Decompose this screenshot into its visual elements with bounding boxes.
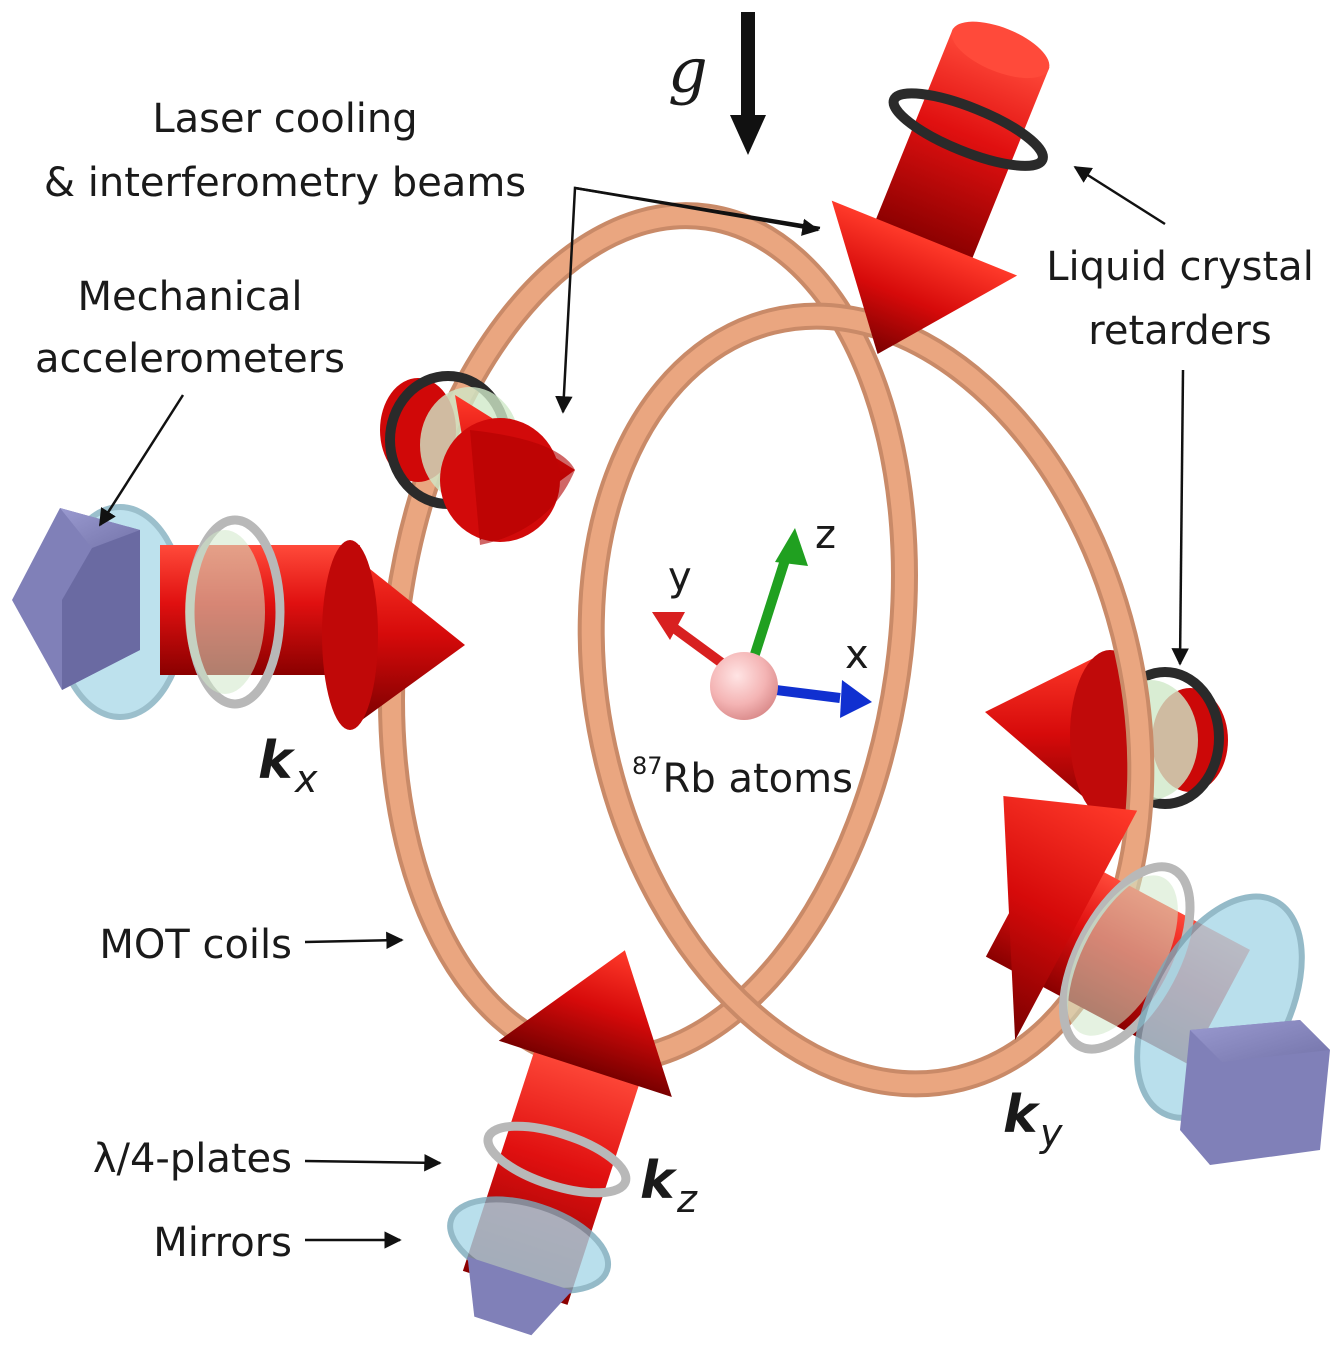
atoms-label: 87Rb atoms: [632, 752, 853, 802]
beam-kz: [447, 950, 672, 1336]
laser-beams-label-line1: Laser cooling: [152, 96, 417, 142]
kz-label-sub: z: [676, 1177, 698, 1221]
ky-label: k y: [1003, 1085, 1063, 1155]
beam-top: [831, 21, 1050, 354]
ky-label-sub: y: [1039, 1111, 1063, 1155]
accelerometers-label-line1: Mechanical: [77, 274, 302, 320]
ky-label-main: k: [1003, 1085, 1041, 1145]
rb-atom-cloud: [710, 652, 778, 720]
atoms-isotope: 87: [632, 752, 663, 780]
gravity-arrow: g: [668, 12, 766, 155]
kz-label: k z: [640, 1151, 698, 1221]
pointer-arrows: [98, 165, 1189, 1249]
axis-label-z: z: [815, 512, 836, 558]
beam-ky: [985, 796, 1330, 1165]
atoms-text: Rb atoms: [663, 756, 853, 802]
laser-beams-label-line2: & interferometry beams: [44, 160, 526, 206]
mirrors-label: Mirrors: [153, 1220, 292, 1266]
beam-kx: [12, 504, 465, 730]
coordinate-axes: y z x: [652, 512, 872, 720]
kx-label-main: k: [258, 731, 296, 791]
axis-label-y: y: [668, 554, 692, 600]
beam-upper-left: [380, 371, 575, 545]
quarter-wave-plates-label: λ/4-plates: [93, 1136, 292, 1182]
mot-coil-right: [577, 302, 1155, 1098]
retarders-label-line1: Liquid crystal: [1046, 244, 1314, 290]
kx-label-sub: x: [294, 757, 318, 801]
beam-right: [985, 650, 1228, 820]
kx-label: k x: [258, 731, 318, 801]
accelerometers-label-line2: accelerometers: [35, 336, 345, 382]
axis-label-x: x: [845, 632, 869, 678]
mot-coils-label: MOT coils: [99, 922, 292, 968]
retarders-label-line2: retarders: [1088, 308, 1271, 354]
svg-text:87Rb atoms: 87Rb atoms: [632, 752, 853, 802]
gravity-label: g: [668, 34, 708, 107]
kz-label-main: k: [640, 1151, 678, 1211]
